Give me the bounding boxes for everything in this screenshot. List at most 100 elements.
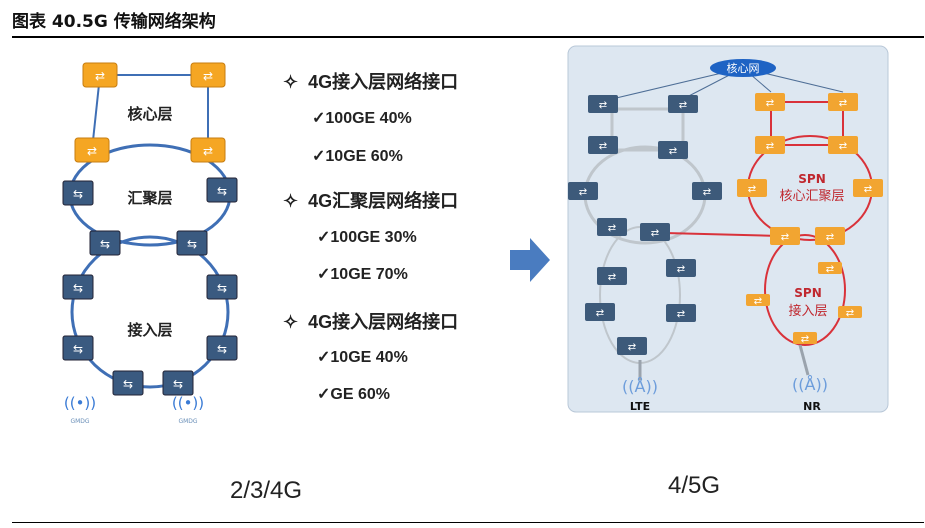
spn-router-icon-glyph: ⇄ <box>781 232 789 243</box>
spn-router-icon <box>755 136 785 154</box>
ptn-router-icon <box>617 337 647 355</box>
arrow-icon <box>510 238 550 282</box>
switch-icon-glyph: ⇆ <box>123 377 133 391</box>
spn-router-icon <box>828 93 858 111</box>
switch-icon <box>206 177 238 203</box>
spec-item: ✓100GE 40% <box>312 110 412 127</box>
ptn-router-icon <box>568 182 598 200</box>
spec-item: ✓10GE 70% <box>317 266 408 283</box>
ptn-router-icon-glyph: ⇄ <box>651 228 659 239</box>
spn-access-ring <box>764 234 846 346</box>
ptn-router-icon-glyph: ⇄ <box>677 264 685 275</box>
access-ring <box>70 235 230 389</box>
switch-icon-glyph: ⇆ <box>73 281 83 295</box>
antenna-label: GMDG <box>70 418 89 425</box>
nr-link <box>798 344 810 376</box>
era-label-right: 4/5G <box>668 472 721 499</box>
title-rule <box>12 36 924 38</box>
spec-heading-1: ✧ 4G接入层网络接口 <box>283 72 459 92</box>
spec-item: ✓10GE 40% <box>317 349 408 366</box>
spn-router-icon-glyph: ⇄ <box>748 184 756 195</box>
core-layer-label: 核心层 <box>127 105 172 123</box>
spn-router-icon <box>828 136 858 154</box>
ptn-router-icon <box>658 141 688 159</box>
spn-access-sublabel: 接入层 <box>788 303 827 319</box>
switch-icon <box>112 370 144 396</box>
ptn-router-icon <box>668 95 698 113</box>
right-panel <box>567 45 889 413</box>
nr-label: NR <box>803 400 821 413</box>
ptn-router-icon-glyph: ⇄ <box>608 223 616 234</box>
spn-router-icon <box>755 93 785 111</box>
switch-icon <box>206 335 238 361</box>
switch-icon-glyph: ⇆ <box>173 377 183 391</box>
switch-icon <box>206 274 238 300</box>
switch-icon <box>62 274 94 300</box>
bottom-rule <box>12 522 924 523</box>
ptn-router-icon <box>666 259 696 277</box>
core-network-label: 核心网 <box>727 61 760 75</box>
interconnect-link <box>664 232 781 237</box>
switch-icon-glyph: ⇆ <box>187 237 197 251</box>
spn-access-router-icon <box>818 262 842 274</box>
ptn-router-icon <box>588 95 618 113</box>
ptn-router-icon <box>597 267 627 285</box>
spn-router-icon <box>737 179 767 197</box>
switch-icon <box>62 180 94 206</box>
ptn-router-icon <box>666 304 696 322</box>
ptn-router-icon-glyph: ⇄ <box>599 141 607 152</box>
ptn-router-icon-glyph: ⇄ <box>596 308 604 319</box>
ptn-router-icon-glyph: ⇄ <box>579 187 587 198</box>
core-network-cloud <box>710 59 776 77</box>
spn-router-icon <box>853 179 883 197</box>
spn-router-icon <box>770 227 800 245</box>
ptn-router-icon-glyph: ⇄ <box>679 100 687 111</box>
spn-access-router-icon <box>793 332 817 344</box>
access-layer-label: 接入层 <box>127 321 172 339</box>
spn-router-icon-glyph: ⇄ <box>839 141 847 152</box>
antenna-icon: ((•)) <box>172 394 204 412</box>
switch-icon-glyph: ⇆ <box>217 342 227 356</box>
ptn-router-icon <box>692 182 722 200</box>
core-router-icon-glyph: ⇄ <box>95 69 105 83</box>
switch-icon-glyph: ⇆ <box>73 187 83 201</box>
spn-access-router-icon-glyph: ⇄ <box>801 334 809 345</box>
ptn-router-icon <box>597 218 627 236</box>
switch-icon-glyph: ⇆ <box>217 281 227 295</box>
spec-heading-3: ✧ 4G接入层网络接口 <box>283 312 459 332</box>
aggregation-layer-label: 汇聚层 <box>127 189 172 207</box>
ptn-router-icon-glyph: ⇄ <box>599 100 607 111</box>
figure-title: 图表 40.5G 传输网络架构 <box>12 12 216 32</box>
switch-icon-glyph: ⇆ <box>73 342 83 356</box>
spec-item: ✓10GE 60% <box>312 148 403 165</box>
ptn-router-icon-glyph: ⇄ <box>677 309 685 320</box>
spn-router-icon-glyph: ⇄ <box>766 98 774 109</box>
lte-label: LTE <box>630 400 650 413</box>
switch-icon <box>89 230 121 256</box>
spec-item: ✓100GE 30% <box>317 229 417 246</box>
spn-access-router-icon <box>746 294 770 306</box>
switch-icon <box>162 370 194 396</box>
spn-router-icon <box>815 227 845 245</box>
era-label-left: 2/3/4G <box>230 477 303 504</box>
ptn-router-icon <box>588 136 618 154</box>
spn-router-icon-glyph: ⇄ <box>766 141 774 152</box>
spn-core-label: SPN <box>798 172 825 186</box>
spn-access-router-icon-glyph: ⇄ <box>754 296 762 307</box>
spn-access-router-icon-glyph: ⇄ <box>826 264 834 275</box>
spec-item: ✓GE 60% <box>317 386 390 403</box>
ptn-router-icon-glyph: ⇄ <box>669 146 677 157</box>
core-router-icon <box>74 137 110 163</box>
ptn-router-icon-glyph: ⇄ <box>703 187 711 198</box>
core-router-icon-glyph: ⇄ <box>87 144 97 158</box>
core-router-icon-glyph: ⇄ <box>203 144 213 158</box>
nr-antenna-icon: ((Å)) <box>792 375 828 394</box>
spn-access-router-icon-glyph: ⇄ <box>846 308 854 319</box>
core-router-icon <box>190 62 226 88</box>
ptn-router-icon-glyph: ⇄ <box>628 342 636 353</box>
ptn-router-icon-glyph: ⇄ <box>608 272 616 283</box>
switch-icon-glyph: ⇆ <box>100 237 110 251</box>
spn-router-icon-glyph: ⇄ <box>839 98 847 109</box>
core-router-icon <box>190 137 226 163</box>
